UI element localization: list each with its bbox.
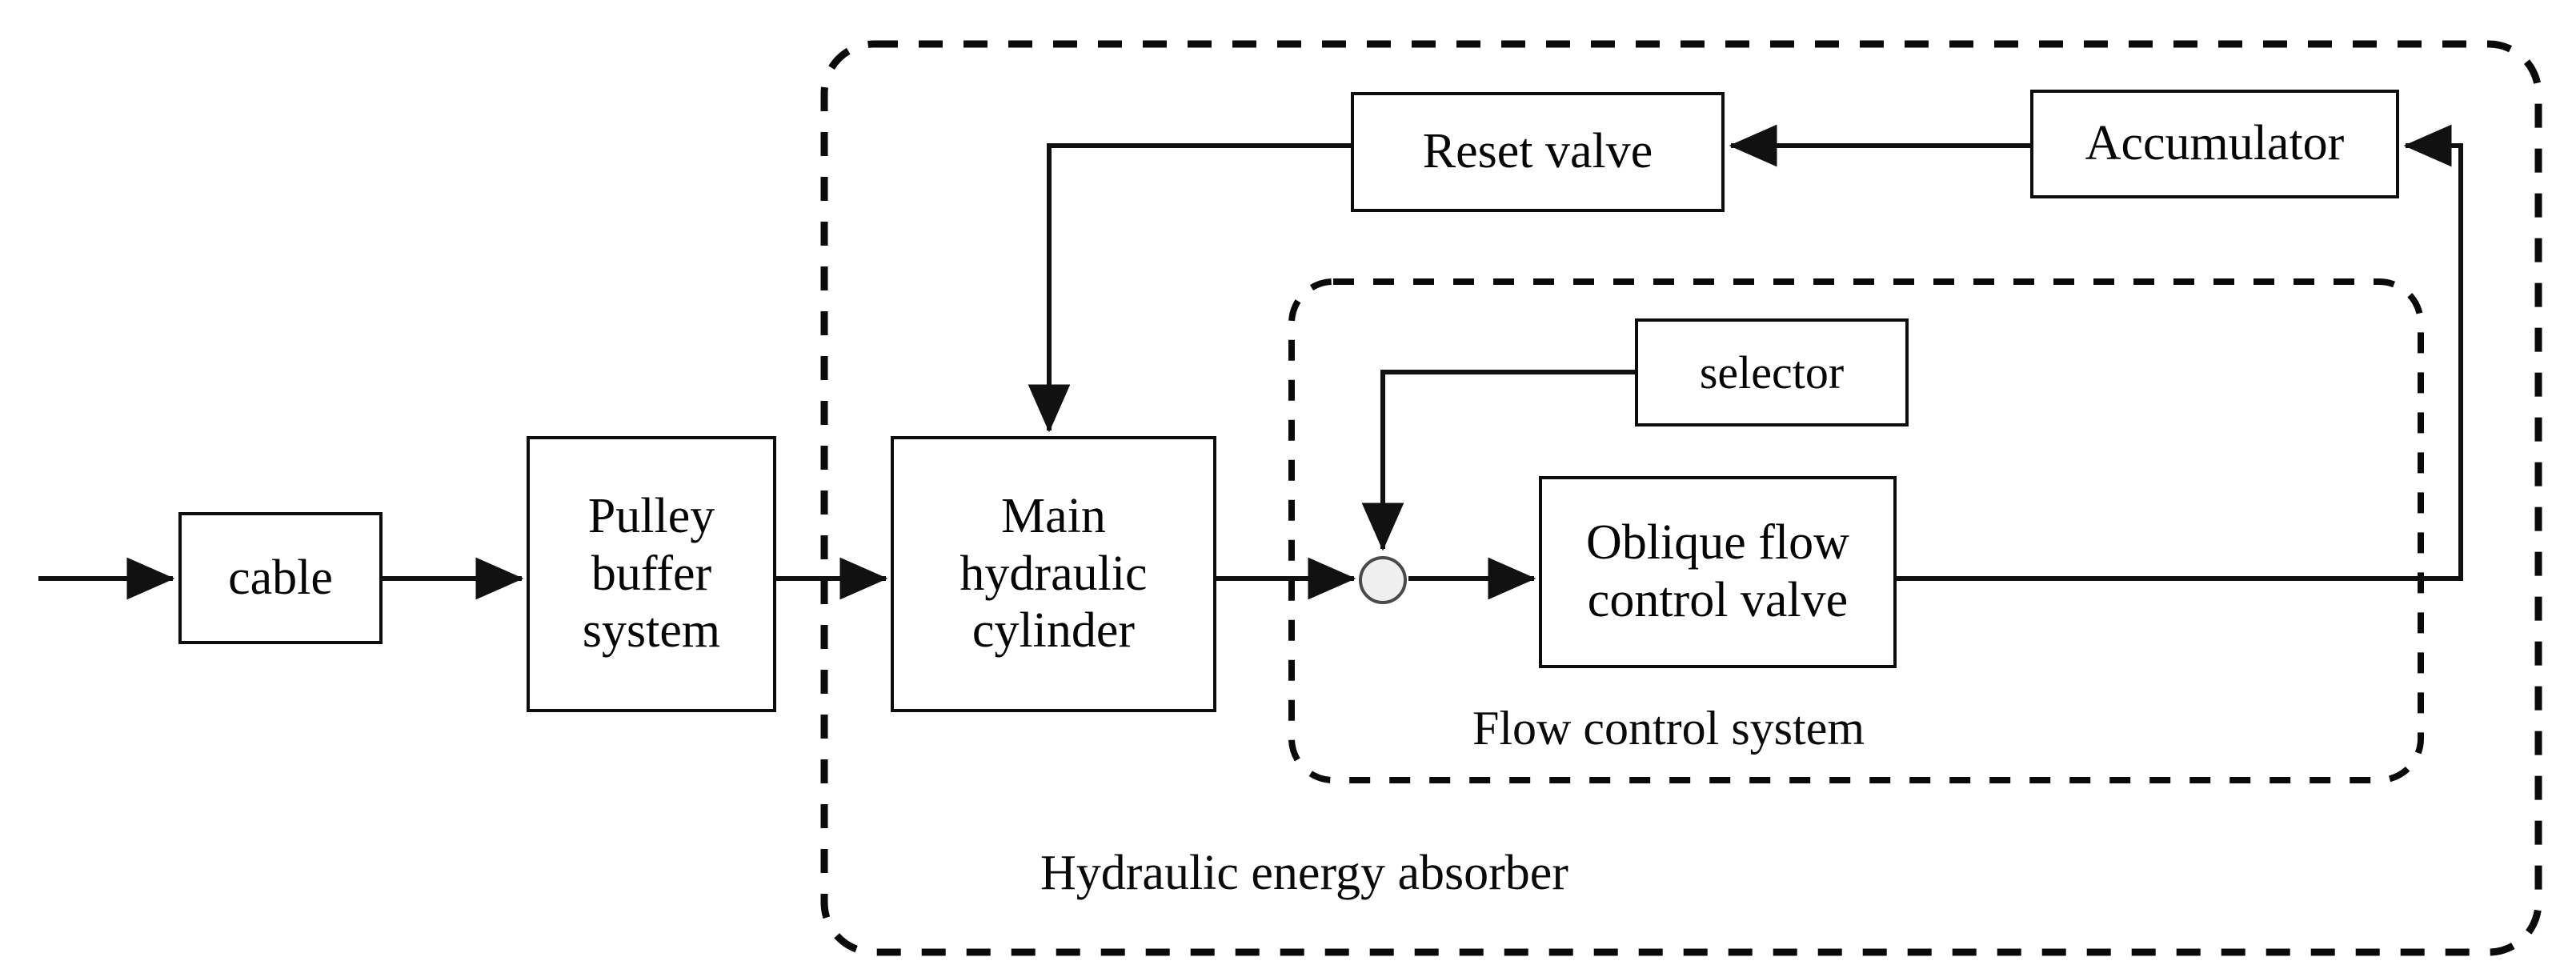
block-label-selector: selector: [1699, 346, 1845, 398]
block-cable[interactable]: cable: [178, 512, 383, 644]
wire-selector-to-junction: [1361, 370, 1635, 551]
block-label-accumulator: Accumulator: [2085, 116, 2345, 171]
summing-junction-node[interactable]: [1359, 556, 1407, 604]
block-accumulator[interactable]: Accumulator: [2030, 90, 2399, 198]
group-label-hydraulic-energy-absorber: Hydraulic energy absorber: [1040, 846, 1568, 900]
block-selector[interactable]: selector: [1635, 318, 1909, 426]
wire-oblique-valve-to-accumulator: [1897, 124, 2463, 581]
block-label-cable: cable: [228, 550, 333, 605]
group-label-flow-control-system: Flow control system: [1472, 702, 1865, 755]
group-outline-hydraulic-energy-absorber: [820, 40, 2542, 956]
wire-reset-valve-to-cylinder: [1028, 143, 1351, 433]
group-outline-flow-control-system: [1288, 278, 2424, 783]
block-label-reset-valve: Reset valve: [1422, 124, 1653, 179]
block-reset-valve[interactable]: Reset valve: [1351, 92, 1725, 212]
